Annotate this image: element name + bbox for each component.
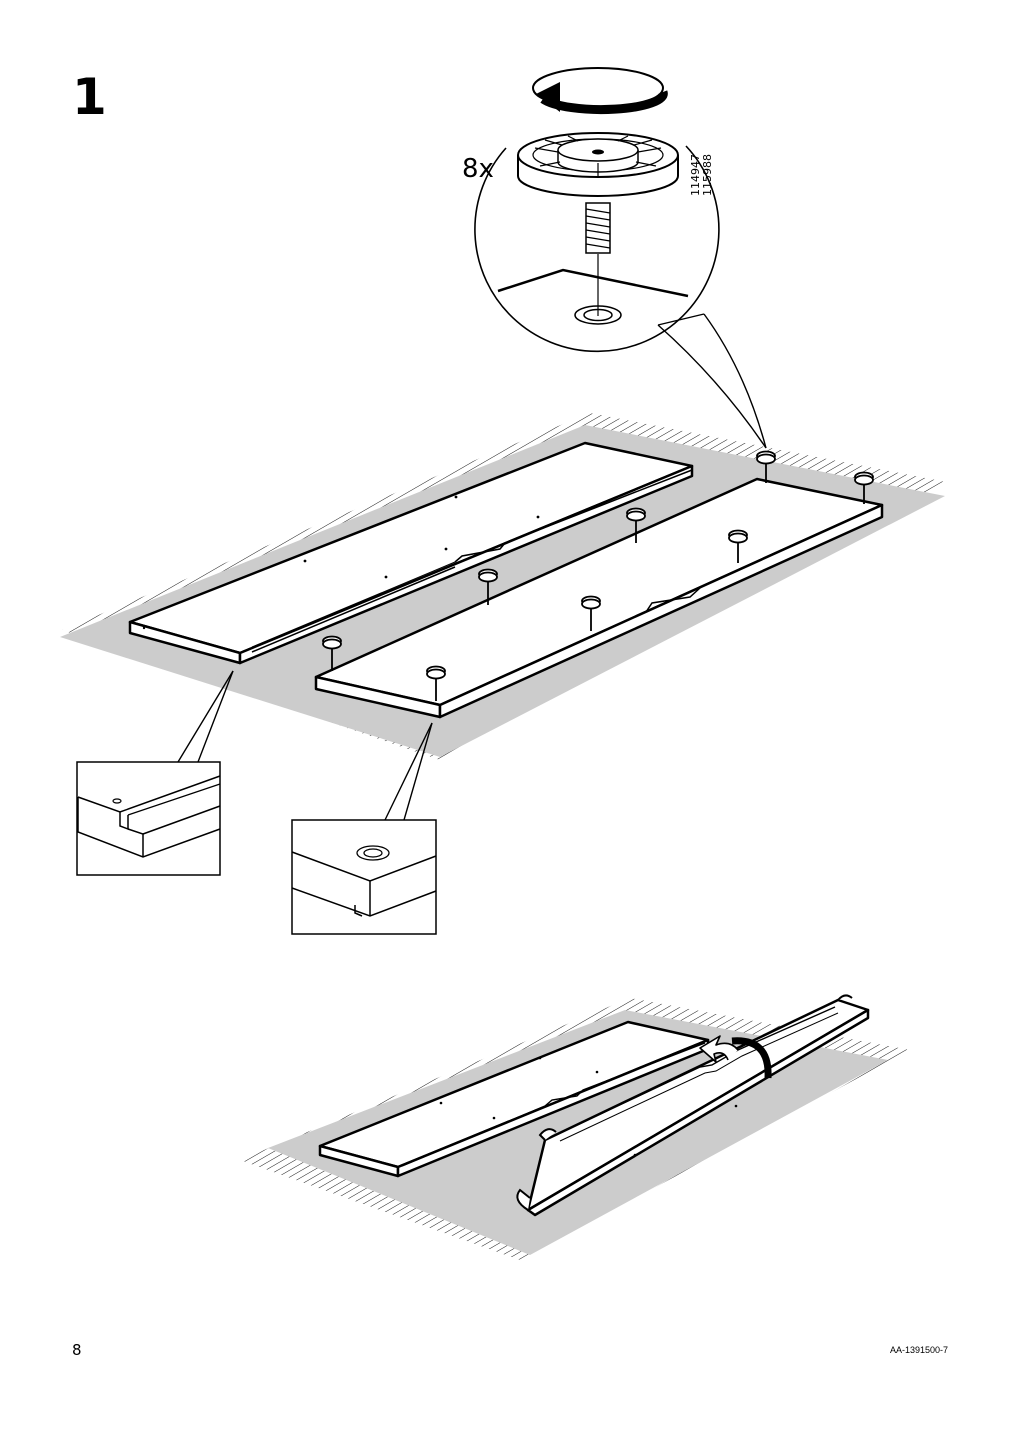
- floor-rug-top: [60, 413, 946, 760]
- part-numbers: 114947 115988: [689, 148, 730, 204]
- panel-left-rail: [128, 441, 694, 665]
- foot-disc-icon: [517, 132, 679, 197]
- rotate-arrow-icon: [532, 67, 668, 115]
- panel-tilted-bottom: [516, 994, 870, 1217]
- foot-detail-callout: [474, 67, 767, 449]
- adjustable-feet: [322, 450, 874, 701]
- part-number-2: 115988: [701, 154, 714, 196]
- base-hole-detail: [291, 722, 437, 935]
- step-number: 1: [72, 68, 107, 126]
- flip-arrow-icon: [699, 1035, 772, 1079]
- quantity-label: 8x: [462, 154, 494, 184]
- document-code: AA-1391500-7: [889, 1345, 948, 1355]
- page-number: 8: [72, 1341, 82, 1359]
- rail-groove-detail: [76, 670, 234, 876]
- screw-icon: [585, 202, 611, 254]
